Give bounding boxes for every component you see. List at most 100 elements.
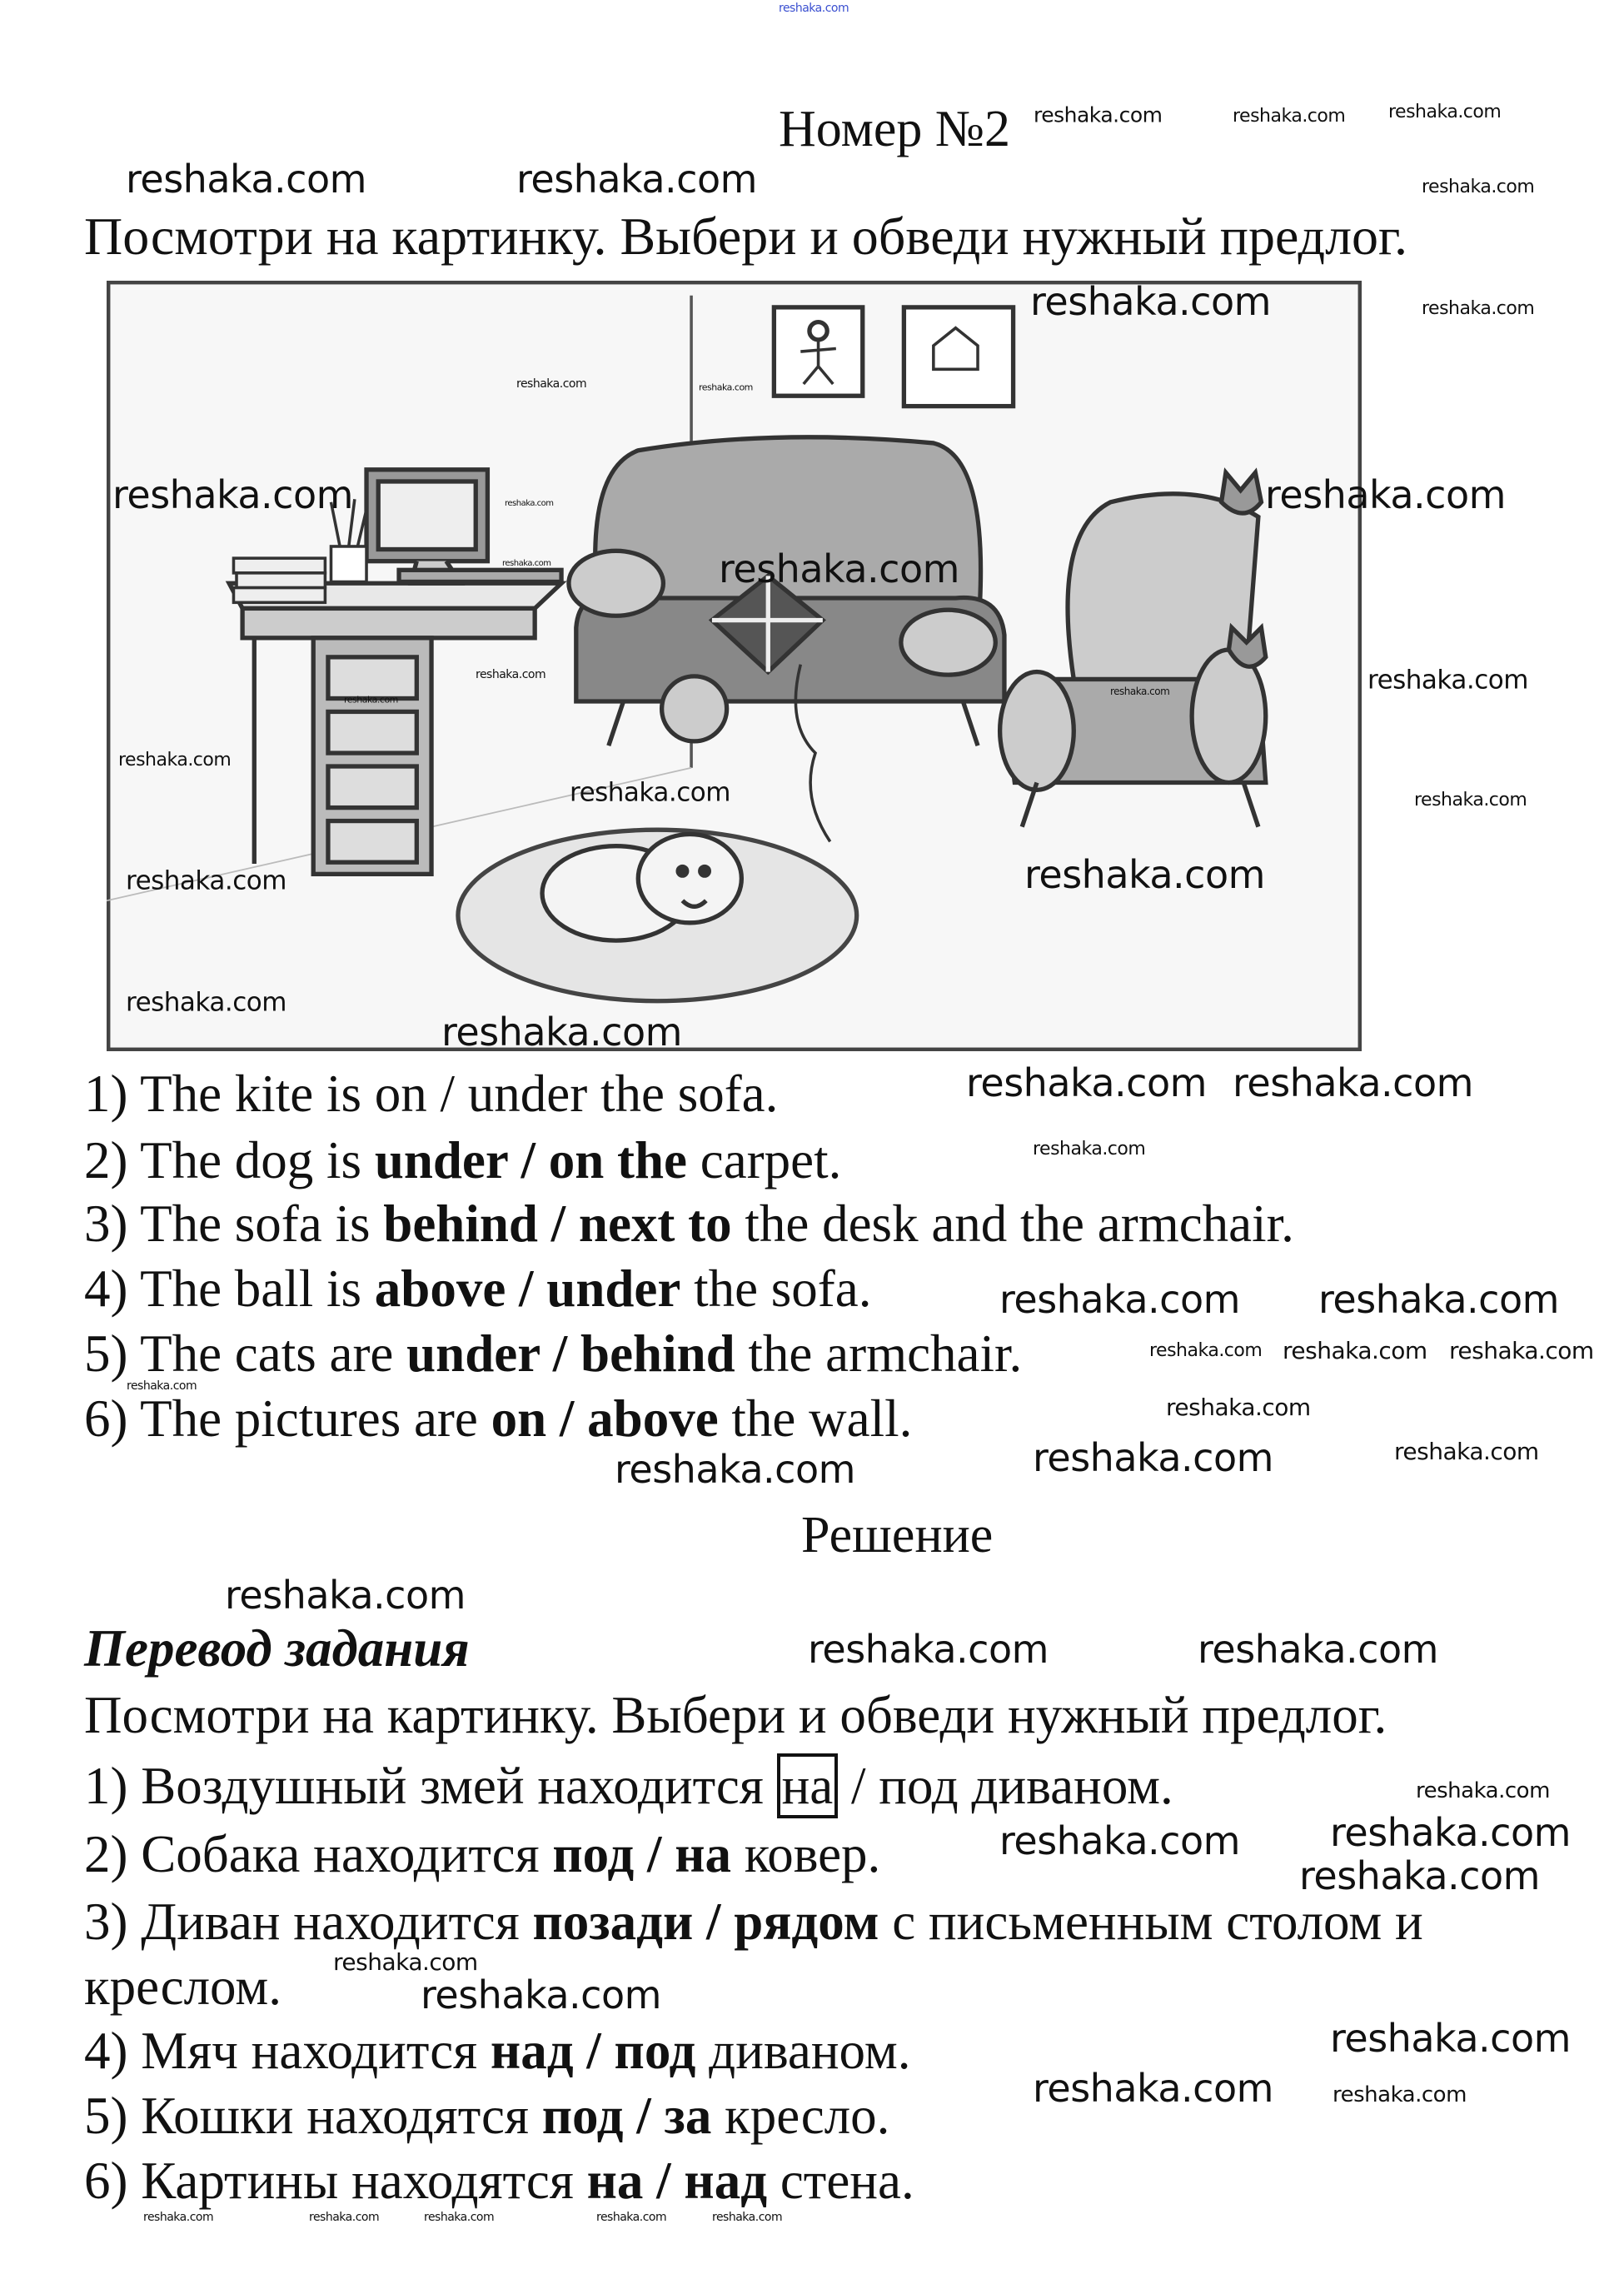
- solution-sentence: 5) Кошки находятся под / за кресло.: [84, 2090, 889, 2142]
- watermark: reshaka.com: [421, 1972, 661, 2017]
- watermark: reshaka.com: [476, 668, 546, 681]
- watermark: reshaka.com: [1422, 177, 1535, 197]
- text-segment: 4): [84, 2022, 142, 2080]
- watermark: reshaka.com: [719, 546, 959, 591]
- text-segment: под / за: [541, 2087, 712, 2145]
- watermark: reshaka.com: [225, 1573, 466, 1618]
- text-segment: The dog is: [140, 1131, 375, 1189]
- text-segment: The ball is: [140, 1259, 375, 1318]
- text-segment: The pictures are: [140, 1389, 491, 1448]
- solution-sentence-continuation: креслом.: [84, 1957, 281, 2016]
- preposition-choice: under / on the: [374, 1131, 687, 1189]
- text-segment: 6): [84, 1389, 141, 1448]
- watermark: reshaka.com: [118, 750, 232, 770]
- books: [232, 499, 368, 605]
- text-segment: Диван находится: [141, 1893, 533, 1951]
- text-segment: The sofa is: [140, 1194, 384, 1253]
- watermark: reshaka.com: [516, 157, 757, 202]
- text-segment: стена.: [767, 2152, 914, 2210]
- circled-answer: на: [776, 1753, 839, 1818]
- watermark: reshaka.com: [516, 377, 587, 391]
- text-segment: 1): [84, 1065, 141, 1123]
- page-title: Номер №2: [779, 101, 1011, 157]
- text-segment: 2): [84, 1825, 142, 1883]
- watermark: reshaka.com: [1422, 298, 1535, 319]
- room-illustration: [107, 281, 1362, 1051]
- exercise-sentence: 5) The cats are under / behind the armch…: [84, 1328, 1022, 1380]
- watermark: reshaka.com: [1233, 106, 1346, 127]
- watermark: reshaka.com: [1033, 1435, 1273, 1480]
- watermark: reshaka.com: [1449, 1337, 1594, 1364]
- watermark: reshaka.com: [779, 2, 849, 15]
- text-segment: позади / рядом: [532, 1893, 879, 1951]
- text-segment: 6): [84, 2152, 142, 2210]
- text-segment: над / под: [490, 2022, 696, 2080]
- text-segment: под / на: [552, 1825, 732, 1883]
- text-segment: диваном.: [695, 2022, 911, 2080]
- watermark: reshaka.com: [309, 2211, 380, 2224]
- solution-sentence: 1) Воздушный змей находится на / под див…: [84, 1753, 1173, 1818]
- solution-heading: Решение: [801, 1507, 994, 1563]
- preposition-choice: behind / next to: [383, 1194, 732, 1253]
- text-segment: Картины находятся: [141, 2152, 587, 2210]
- text-segment: кресло.: [711, 2087, 890, 2145]
- watermark: reshaka.com: [712, 2211, 783, 2224]
- text-segment: 1): [84, 1757, 142, 1815]
- watermark: reshaka.com: [1024, 852, 1265, 897]
- watermark: reshaka.com: [333, 1948, 478, 1976]
- watermark: reshaka.com: [1330, 2016, 1571, 2061]
- watermark: reshaka.com: [1367, 665, 1528, 696]
- text-segment: carpet.: [686, 1131, 842, 1189]
- watermark: reshaka.com: [1033, 1139, 1146, 1159]
- watermark: reshaka.com: [126, 865, 286, 896]
- watermark: reshaka.com: [1283, 1337, 1427, 1364]
- watermark: reshaka.com: [127, 1379, 197, 1393]
- exercise-sentence: 4) The ball is above / under the sofa.: [84, 1263, 872, 1315]
- text-segment: / под диваном.: [838, 1757, 1173, 1815]
- picture-stick-figure: [771, 305, 865, 398]
- text-segment: the armchair.: [735, 1324, 1023, 1383]
- solution-sentence: 2) Собака находится под / на ковер.: [84, 1828, 880, 1881]
- watermark: reshaka.com: [999, 1818, 1240, 1863]
- watermark: reshaka.com: [1233, 1060, 1473, 1105]
- watermark: reshaka.com: [1033, 2066, 1273, 2111]
- watermark: reshaka.com: [1388, 102, 1502, 122]
- text-segment: ковер.: [731, 1825, 881, 1883]
- watermark: reshaka.com: [1414, 790, 1527, 810]
- watermark: reshaka.com: [615, 1447, 855, 1492]
- solution-sentence: 4) Мяч находится над / под диваном.: [84, 2025, 910, 2077]
- watermark: reshaka.com: [1034, 102, 1163, 127]
- text-segment: the wall.: [718, 1389, 913, 1448]
- watermark: reshaka.com: [143, 2211, 214, 2224]
- solution-instruction: Посмотри на картинку. Выбери и обведи ну…: [84, 1686, 1387, 1744]
- watermark: reshaka.com: [966, 1060, 1207, 1105]
- picture-house: [901, 305, 1016, 409]
- cats: [1218, 467, 1268, 669]
- text-segment: 5): [84, 1324, 141, 1383]
- watermark: reshaka.com: [1149, 1340, 1263, 1361]
- watermark: reshaka.com: [999, 1277, 1240, 1322]
- kite: [708, 573, 832, 843]
- watermark: reshaka.com: [596, 2211, 667, 2224]
- watermark: reshaka.com: [570, 777, 730, 808]
- dog: [540, 831, 745, 943]
- watermark: reshaka.com: [1394, 1438, 1539, 1465]
- ball: [659, 674, 730, 744]
- watermark: reshaka.com: [505, 499, 554, 508]
- text-segment: на / над: [586, 2152, 768, 2210]
- text-segment: 4): [84, 1259, 141, 1318]
- text-segment: Собака находится: [141, 1825, 553, 1883]
- watermark: reshaka.com: [1333, 2082, 1467, 2107]
- text-segment: The cats are: [140, 1324, 407, 1383]
- text-segment: 5): [84, 2087, 142, 2145]
- text-segment: The kite is on / under the sofa.: [140, 1065, 779, 1123]
- preposition-choice: under / behind: [406, 1324, 735, 1383]
- watermark: reshaka.com: [126, 157, 366, 202]
- exercise-instruction: Посмотри на картинку. Выбери и обведи ну…: [84, 207, 1408, 266]
- watermark: reshaka.com: [1299, 1853, 1540, 1898]
- text-segment: Мяч находится: [141, 2022, 491, 2080]
- text-segment: Воздушный змей находится: [141, 1757, 777, 1815]
- watermark: reshaka.com: [126, 987, 286, 1018]
- solution-sentence: 6) Картины находятся на / над стена.: [84, 2155, 914, 2207]
- watermark: reshaka.com: [1330, 1810, 1571, 1855]
